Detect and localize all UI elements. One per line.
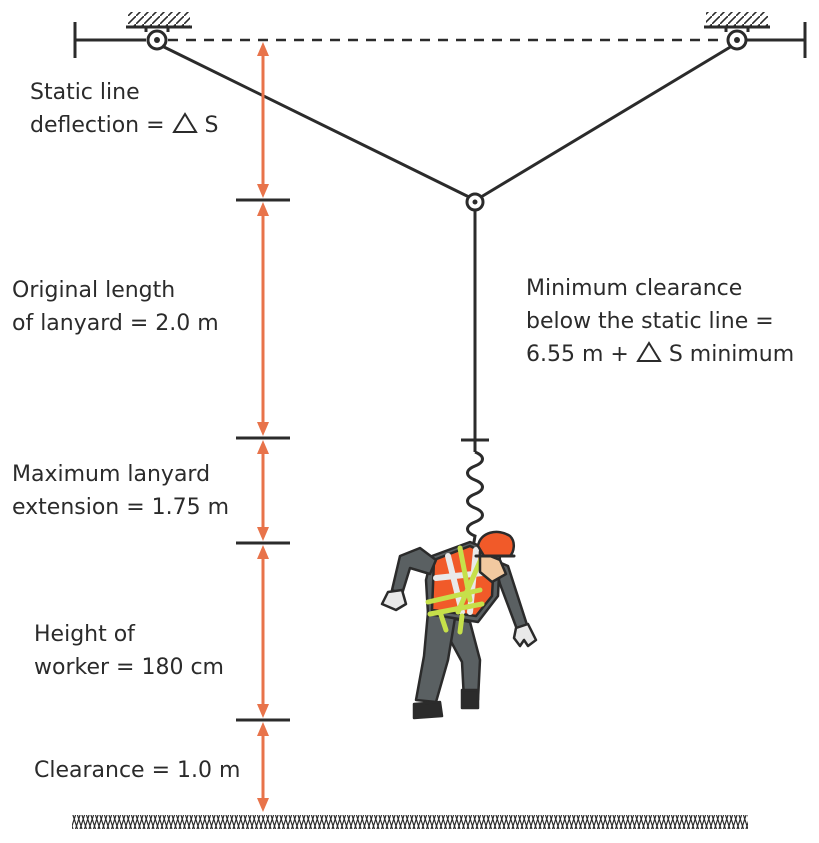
left-anchor-icon: [126, 12, 192, 51]
deflection-suffix: S: [197, 113, 219, 138]
label-original-length: Original length of lanyard = 2.0 m: [12, 274, 219, 340]
label-max-extension-line1: Maximum lanyard: [12, 462, 211, 487]
static-line: [73, 22, 807, 58]
dimension-ticks: [236, 198, 290, 722]
min-clearance-prefix: 6.55 m +: [526, 342, 636, 367]
label-static-line-deflection-line1: Static line: [30, 80, 140, 105]
label-worker-height: Height of worker = 180 cm: [34, 618, 224, 684]
label-max-extension: Maximum lanyard extension = 1.75 m: [12, 458, 229, 524]
label-minimum-clearance-line1: Minimum clearance: [526, 276, 743, 301]
deflected-static-line: [161, 44, 733, 199]
triangle-delta-icon: [636, 341, 662, 362]
right-anchor-icon: [704, 12, 770, 51]
dimension-arrows: [257, 42, 269, 812]
fallen-worker-icon: [380, 530, 538, 720]
label-original-length-line2: of lanyard = 2.0 m: [12, 311, 219, 336]
shock-absorber-coil: [466, 450, 484, 549]
lanyard: [461, 210, 489, 452]
label-clearance: Clearance = 1.0 m: [34, 754, 240, 787]
label-worker-height-line2: worker = 180 cm: [34, 655, 224, 680]
min-clearance-suffix: S minimum: [661, 342, 795, 367]
label-original-length-line1: Original length: [12, 278, 176, 303]
label-max-extension-line2: extension = 1.75 m: [12, 495, 230, 520]
label-static-line-deflection: Static line deflection = S: [30, 76, 219, 142]
label-minimum-clearance: Minimum clearance below the static line …: [526, 272, 794, 371]
lanyard-ring-icon: [465, 192, 485, 212]
label-minimum-clearance-line3: 6.55 m + S minimum: [526, 338, 794, 371]
triangle-delta-icon: [171, 112, 198, 133]
label-worker-height-line1: Height of: [34, 622, 135, 647]
ground-hatch-icon: [72, 815, 748, 829]
arrow-worker-height: [257, 545, 269, 718]
label-minimum-clearance-line2: below the static line =: [526, 309, 774, 334]
arrow-static-deflection: [257, 42, 269, 198]
label-clearance-line1: Clearance = 1.0 m: [34, 758, 241, 783]
arrow-max-extension: [257, 440, 269, 541]
label-static-line-deflection-line2: deflection = S: [30, 109, 219, 142]
arrow-clearance: [257, 722, 269, 812]
arrow-original-length: [257, 202, 269, 436]
deflection-prefix: deflection =: [30, 113, 172, 138]
